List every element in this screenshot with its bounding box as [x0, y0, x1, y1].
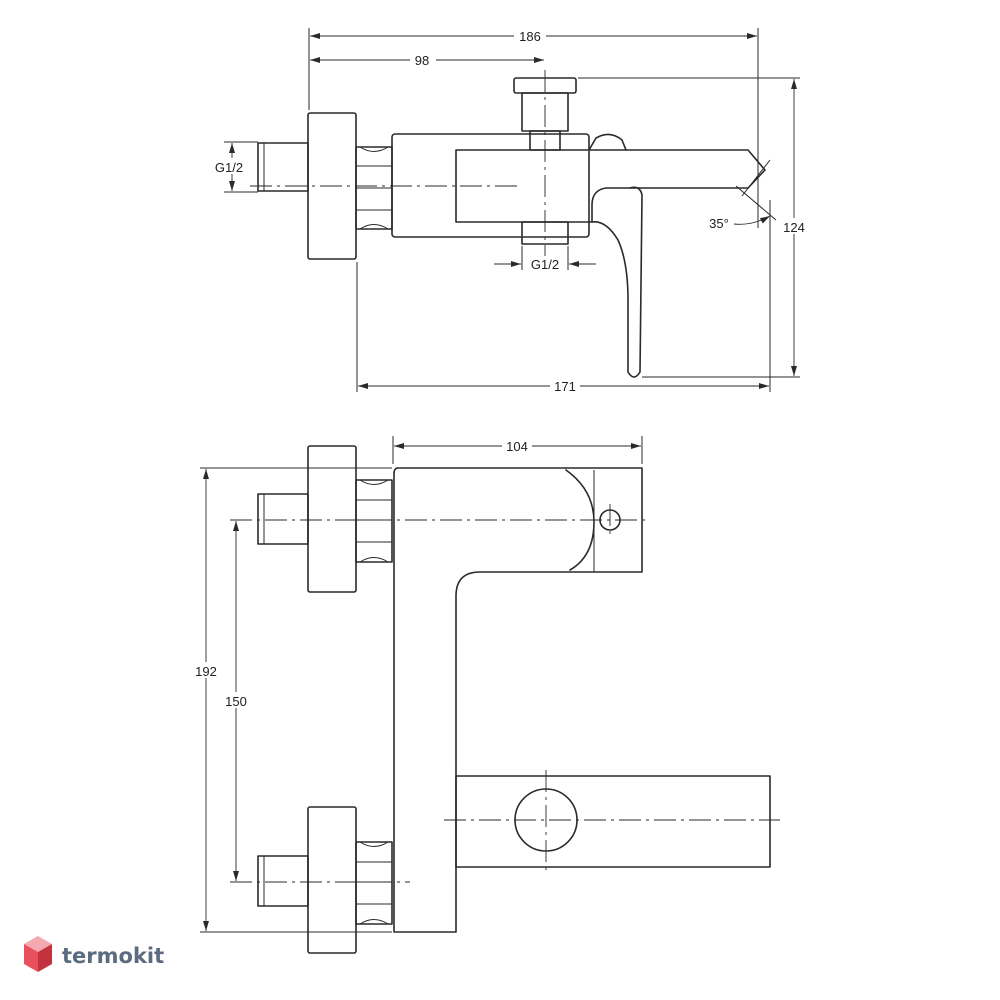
- termokit-logo: termokit: [22, 934, 202, 978]
- l-shaped-body: [393, 467, 643, 933]
- dim-g12-outlet: G1/2: [531, 257, 559, 272]
- dim-150: 150: [225, 694, 247, 709]
- spout-plan: [455, 775, 771, 868]
- aerator-button: [588, 133, 627, 151]
- dim-35-deg: 35°: [709, 216, 729, 231]
- dim-192: 192: [195, 664, 217, 679]
- dim-98: 98: [415, 53, 429, 68]
- dim-104: 104: [506, 439, 528, 454]
- dim-186: 186: [519, 29, 541, 44]
- hex-nut: [355, 146, 393, 230]
- mixer-body: [391, 133, 590, 238]
- upper-inlet-pipe: [257, 493, 309, 545]
- dim-124: 124: [783, 220, 805, 235]
- lower-hex-nut: [355, 841, 393, 925]
- logo-mark-icon: [24, 936, 52, 972]
- side-view: [250, 70, 777, 378]
- front-view: [230, 445, 780, 954]
- inlet-pipe: [257, 142, 309, 192]
- side-view-dimensions: 186 98 G1/2 G1/2 35° 124 171: [212, 27, 808, 394]
- dim-171: 171: [554, 379, 576, 394]
- lever-handle: [591, 186, 643, 378]
- lower-flange: [307, 806, 357, 954]
- upper-hex-nut: [355, 479, 393, 563]
- lower-inlet-pipe: [257, 855, 309, 907]
- logo-text: termokit: [62, 944, 164, 968]
- front-view-dimensions: 104 192 150: [192, 436, 643, 933]
- dim-g12-inlet: G1/2: [215, 160, 243, 175]
